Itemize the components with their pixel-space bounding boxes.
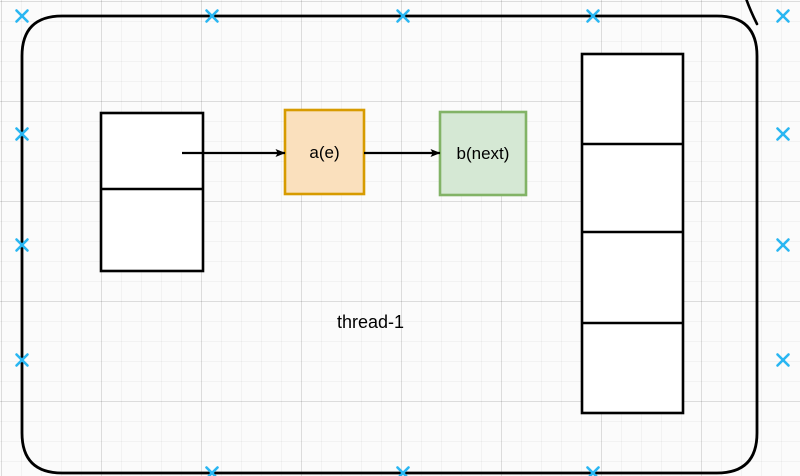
connection-point-handle[interactable] bbox=[776, 353, 790, 367]
adjacent-container-edge bbox=[745, 0, 759, 26]
connection-point-handle[interactable] bbox=[776, 9, 790, 23]
right-stack-table-outline bbox=[580, 52, 685, 415]
left-stack-table-outline bbox=[99, 111, 205, 273]
connection-point-handle[interactable] bbox=[586, 466, 600, 476]
connection-point-handle[interactable] bbox=[776, 127, 790, 141]
connection-point-handle[interactable] bbox=[396, 466, 410, 476]
connection-point-handle[interactable] bbox=[205, 466, 219, 476]
connection-point-handle[interactable] bbox=[396, 9, 410, 23]
connection-point-handle[interactable] bbox=[205, 9, 219, 23]
connection-point-handle[interactable] bbox=[15, 238, 29, 252]
right-stack-table[interactable] bbox=[580, 52, 685, 415]
connection-point-handle[interactable] bbox=[15, 9, 29, 23]
thread-1-label: thread-1 bbox=[337, 312, 405, 332]
node-a-e[interactable] bbox=[283, 108, 366, 196]
connection-point-handles[interactable] bbox=[15, 9, 790, 476]
connection-point-handle[interactable] bbox=[586, 9, 600, 23]
connection-point-handle[interactable] bbox=[776, 238, 790, 252]
connection-point-handle[interactable] bbox=[15, 353, 29, 367]
node-b-next[interactable] bbox=[438, 110, 528, 197]
thread-1-container[interactable] bbox=[20, 14, 759, 475]
left-stack-table[interactable] bbox=[99, 111, 205, 273]
connection-point-handle[interactable] bbox=[15, 127, 29, 141]
